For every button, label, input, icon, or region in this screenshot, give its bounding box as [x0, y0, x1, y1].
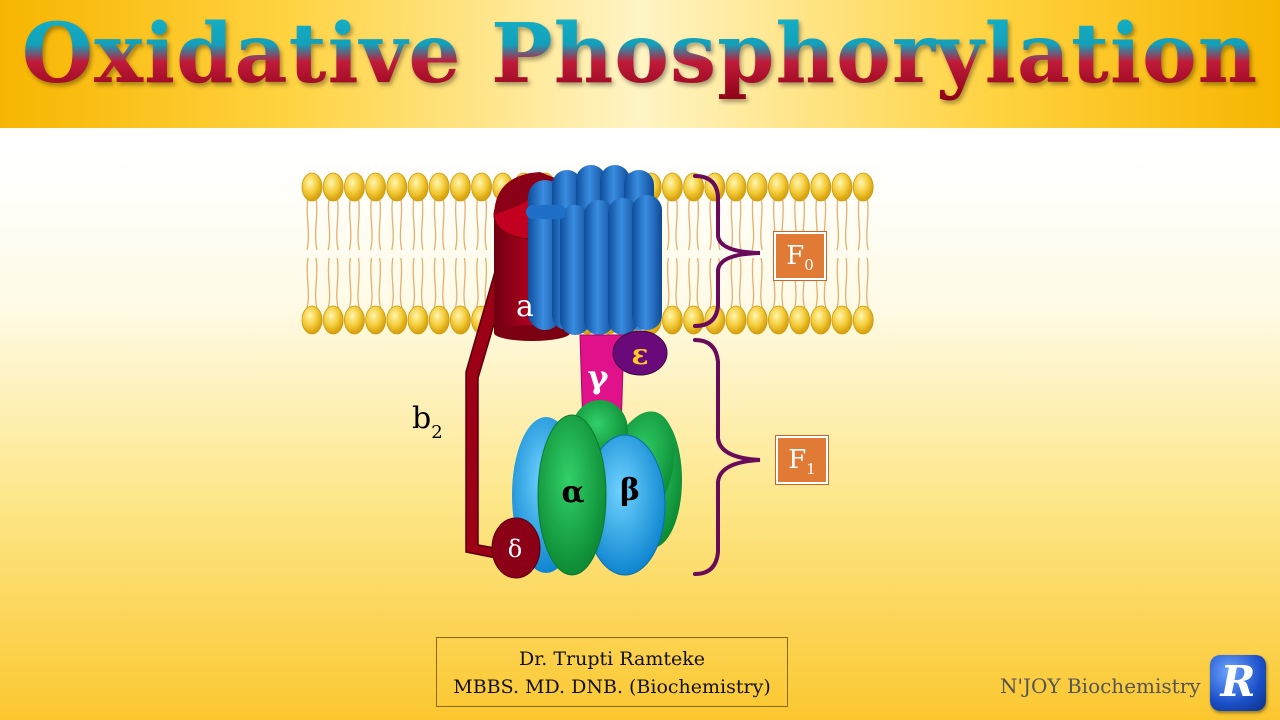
lipid-head — [746, 305, 768, 335]
channel-logo-icon: R — [1210, 655, 1266, 711]
lipid-head — [725, 172, 747, 202]
lipid-head — [449, 305, 471, 335]
lipid-head — [301, 305, 323, 335]
page-title: Oxidative Phosphorylation — [0, 6, 1280, 102]
lipid-tail — [475, 257, 488, 309]
lipid-tail — [475, 197, 488, 251]
lipid-tail — [857, 197, 869, 251]
label-delta: δ — [508, 535, 522, 563]
f0-label: F0 — [774, 232, 826, 280]
author-credit-box: Dr. Trupti Ramteke MBBS. MD. DNB. (Bioch… — [436, 637, 788, 707]
label-alpha: α — [561, 475, 584, 510]
lipid-head — [365, 305, 387, 335]
lipid-tail — [454, 197, 467, 251]
lipid-tail — [666, 197, 679, 251]
author-name: Dr. Trupti Ramteke — [519, 648, 705, 670]
lipid-head — [768, 172, 789, 202]
author-qualifications: MBBS. MD. DNB. (Biochemistry) — [453, 676, 771, 698]
lipid-head — [662, 172, 683, 202]
label-beta: β — [620, 473, 640, 508]
lipid-tail — [836, 197, 848, 251]
lipid-tail — [391, 257, 403, 309]
title-banner: Oxidative Phosphorylation — [0, 0, 1280, 128]
atp-synthase-diagram: a γ ε α β δ b2 — [301, 165, 874, 579]
lipid-head — [789, 305, 810, 335]
lipid-head — [407, 172, 429, 202]
f0-bracket — [693, 174, 761, 328]
lipid-head — [725, 305, 747, 335]
lipid-head — [746, 172, 768, 202]
lipid-head — [449, 172, 471, 202]
lipid-head — [322, 305, 344, 335]
lipid-head — [407, 305, 429, 335]
lipid-tail — [751, 197, 763, 251]
delta-subunit — [491, 517, 541, 579]
label-gamma: γ — [587, 358, 609, 396]
lipid-head — [301, 172, 323, 202]
lipid-tail — [666, 257, 679, 309]
channel-brand: N'JOY Biochemistry — [1000, 674, 1201, 698]
lipid-head — [662, 305, 683, 335]
lipid-head — [789, 172, 810, 202]
lipid-tail — [857, 257, 869, 309]
lipid-head — [365, 172, 387, 202]
lipid-tail — [730, 257, 742, 309]
lipid-head — [428, 172, 450, 202]
lipid-tail — [433, 257, 445, 309]
lipid-head — [810, 172, 832, 202]
lipid-head — [852, 305, 874, 335]
lipid-head — [343, 172, 365, 202]
lipid-tail — [433, 197, 445, 251]
lipid-head — [810, 305, 832, 335]
lipid-tail — [687, 197, 700, 251]
lipid-head — [683, 172, 704, 202]
lipid-tail — [348, 257, 361, 309]
lipid-tail — [836, 257, 848, 309]
lipid-head — [343, 305, 365, 335]
label-a: a — [516, 289, 534, 324]
lipid-head — [683, 305, 704, 335]
f1-label: F1 — [776, 436, 828, 484]
f1-bracket — [693, 338, 761, 576]
lipid-tail — [412, 257, 424, 309]
lipid-tail — [306, 197, 318, 251]
lipid-head — [322, 172, 344, 202]
lipid-tail — [306, 257, 318, 309]
lipid-tail — [687, 257, 700, 309]
lipid-tail — [327, 197, 339, 251]
lipid-head — [386, 305, 408, 335]
lipid-head — [852, 172, 874, 202]
lipid-tail — [369, 197, 382, 251]
lipid-head — [768, 305, 789, 335]
lipid-tail — [348, 197, 361, 251]
c-ring — [526, 165, 662, 335]
label-b2: b2 — [412, 401, 443, 443]
lipid-head — [471, 172, 493, 202]
lipid-head — [386, 172, 408, 202]
lipid-tail — [751, 257, 763, 309]
epsilon-subunit — [612, 330, 668, 376]
lipid-tail — [412, 197, 424, 251]
lipid-tail — [327, 257, 339, 309]
label-epsilon: ε — [631, 338, 648, 371]
lipid-tail — [391, 197, 403, 251]
lipid-tail — [454, 257, 467, 309]
lipid-head — [428, 305, 450, 335]
lipid-head — [831, 305, 853, 335]
lipid-head — [831, 172, 853, 202]
lipid-tail — [369, 257, 382, 309]
lipid-tail — [730, 197, 742, 251]
